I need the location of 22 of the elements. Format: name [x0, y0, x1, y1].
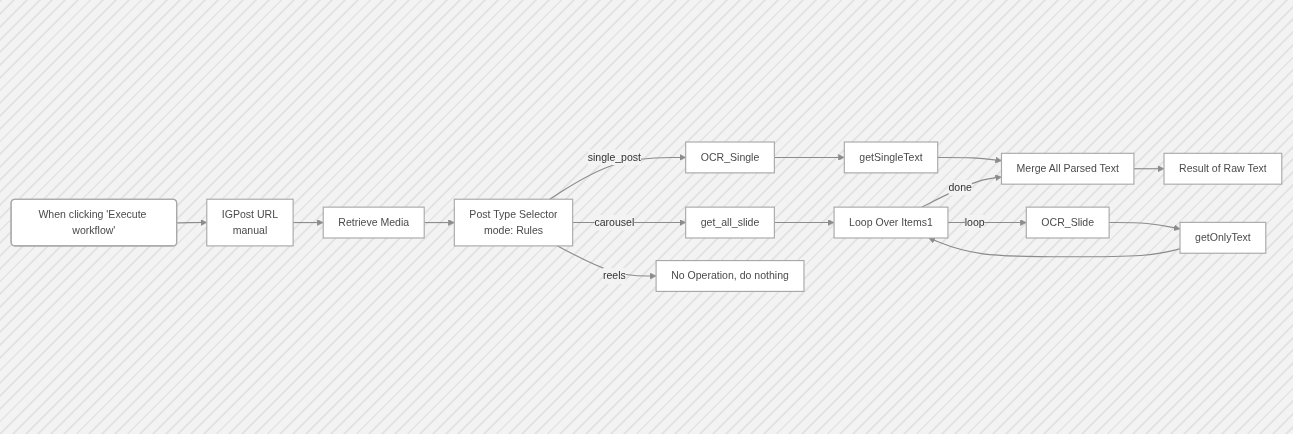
arrow	[1133, 165, 1165, 173]
arrow	[928, 237, 1181, 258]
node-box: Post Type Selector mode: Rules	[453, 198, 574, 247]
node-box: getSingleText	[843, 141, 939, 174]
arrow	[557, 245, 657, 280]
edge-label: loop	[964, 216, 985, 229]
node-box: getOnlyText	[1179, 222, 1267, 255]
node-box: OCR_Slide	[1025, 206, 1110, 239]
node-box: IGPost URL manual	[206, 198, 294, 247]
edge-label: carousel	[594, 216, 635, 229]
node-box: get_all_slide	[685, 206, 775, 239]
node-box: No Operation, do nothing	[655, 260, 805, 293]
node-box: Result of Raw Text	[1163, 153, 1283, 185]
node-box: OCR_Single	[685, 141, 775, 174]
arrow	[921, 174, 1002, 208]
node-box: Merge All Parsed Text	[1001, 153, 1135, 185]
arrow	[937, 156, 1002, 164]
node-box: Retrieve Media	[322, 206, 425, 239]
node-box: Loop Over Items1	[833, 206, 949, 239]
edge-label: done	[948, 181, 973, 194]
edge-label: single_post	[587, 151, 642, 164]
edge-label: reels	[603, 269, 626, 282]
